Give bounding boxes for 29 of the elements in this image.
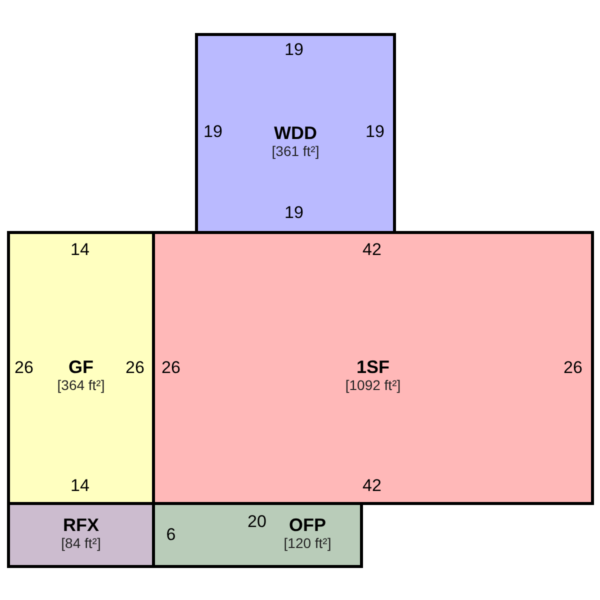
dimension-label: 19 [366, 122, 384, 142]
dimension-label: 26 [126, 358, 144, 378]
floor-plan-area [195, 33, 396, 234]
dimension-label: 26 [162, 358, 180, 378]
dimension-label: 20 [248, 512, 266, 532]
area-name: OFP [288, 515, 326, 536]
dimension-label: 26 [564, 358, 582, 378]
dimension-label: 42 [362, 240, 382, 260]
area-name: 1SF [356, 357, 390, 378]
floor-plan-area [7, 502, 155, 568]
dimension-label: 19 [284, 203, 304, 223]
floor-plan-area [152, 231, 594, 505]
area-name: RFX [63, 515, 99, 536]
area-size: [84 ft²] [61, 535, 101, 551]
floor-plan-area [7, 231, 155, 505]
floor-plan-area [152, 502, 363, 568]
area-name: GF [68, 357, 94, 378]
dimension-label: 19 [284, 40, 304, 60]
dimension-label: 14 [70, 476, 90, 496]
dimension-label: 14 [70, 240, 90, 260]
area-size: [120 ft²] [284, 535, 332, 551]
area-name: WDD [274, 123, 317, 144]
dimension-label: 26 [14, 358, 34, 378]
area-size: [364 ft²] [57, 377, 105, 393]
dimension-label: 19 [204, 122, 222, 142]
dimension-label: 6 [166, 525, 176, 545]
area-size: [361 ft²] [272, 143, 320, 159]
dimension-label: 42 [362, 476, 382, 496]
area-size: [1092 ft²] [345, 377, 401, 393]
